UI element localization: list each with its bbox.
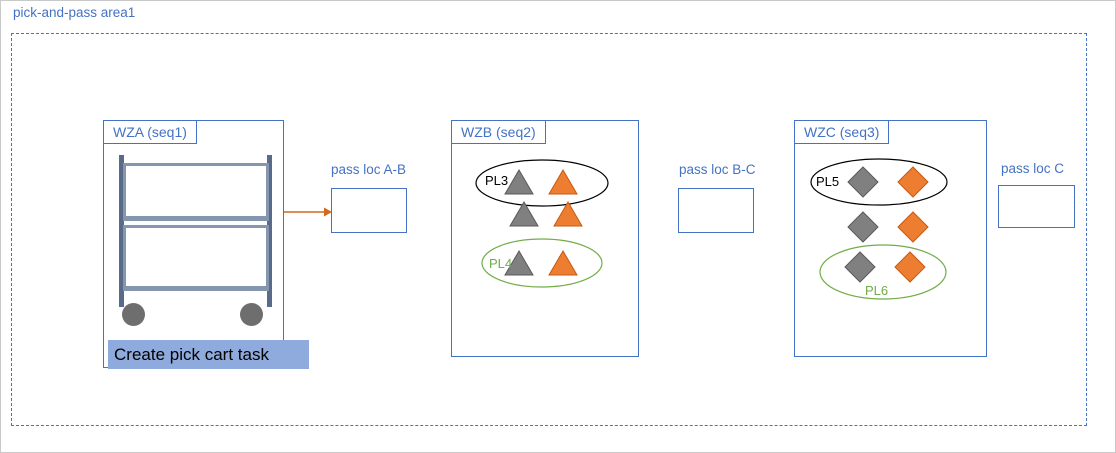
pass-loc-c-label: pass loc C (1001, 161, 1065, 176)
diamond-gray-icon (847, 166, 879, 198)
diamond-gray-icon (847, 211, 879, 243)
pl6-group-ellipse (819, 244, 947, 300)
pl5-group-ellipse (810, 158, 948, 206)
pl5-label: PL5 (816, 174, 839, 189)
cart-wheel-right (240, 303, 263, 326)
pass-loc-ab-label: pass loc A-B (331, 162, 407, 177)
zone-wzc-title: WZC (seq3) (794, 120, 890, 144)
create-pick-cart-task-label: Create pick cart task (108, 340, 309, 369)
arrow-wza-to-pass-ab-icon (284, 207, 332, 217)
diamond-gray-icon (844, 251, 876, 283)
pl4-group-ellipse (481, 238, 603, 288)
diamond-orange-icon (897, 211, 929, 243)
area-title: pick-and-pass area1 (13, 5, 136, 20)
zone-wzc: WZC (seq3) PL5 PL6 (794, 120, 987, 357)
triangle-gray-icon (509, 201, 539, 227)
diamond-orange-icon (897, 166, 929, 198)
wzb-shapes: PL3 PL4 (475, 159, 609, 288)
pick-and-pass-area-boundary (11, 33, 1087, 426)
triangle-orange-icon (553, 201, 583, 227)
wzc-shapes: PL5 PL6 (810, 158, 948, 300)
pl3-label: PL3 (485, 173, 508, 188)
cart-shelf-bottom (123, 225, 269, 291)
zone-wza: WZA (seq1) Create pick cart task (103, 120, 309, 369)
pass-loc-bc-box (678, 188, 754, 233)
cart-wheel-left (122, 303, 145, 326)
cart-shelf-top (123, 163, 269, 221)
pass-loc-bc-label: pass loc B-C (679, 162, 756, 177)
zone-wzb: WZB (seq2) PL3 PL4 (451, 120, 639, 357)
pl3-group-ellipse (475, 159, 609, 207)
pl6-label: PL6 (865, 283, 888, 298)
triangle-orange-icon (548, 169, 578, 195)
pass-loc-c-box (998, 185, 1075, 228)
pass-loc-ab-box (331, 188, 407, 233)
zone-wzb-title: WZB (seq2) (451, 120, 546, 144)
triangle-gray-icon (504, 250, 534, 276)
triangle-orange-icon (548, 250, 578, 276)
triangle-gray-icon (504, 169, 534, 195)
cart-post-left (119, 155, 124, 307)
pl4-label: PL4 (489, 256, 512, 271)
zone-wza-title: WZA (seq1) (103, 120, 197, 144)
cart-post-right (267, 155, 272, 307)
diamond-orange-icon (894, 251, 926, 283)
